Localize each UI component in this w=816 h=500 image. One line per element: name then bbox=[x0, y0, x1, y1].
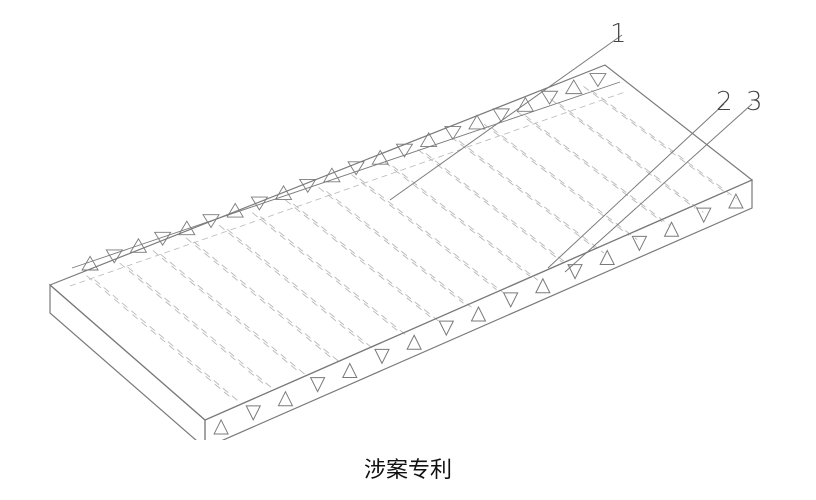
callout-1: 1 bbox=[610, 19, 627, 49]
hidden-rib-line bbox=[160, 254, 307, 376]
hidden-rib-line bbox=[193, 241, 340, 362]
back-triangle bbox=[129, 237, 148, 253]
back-triangle bbox=[298, 178, 317, 194]
back-triangle bbox=[347, 161, 365, 176]
front-triangle bbox=[438, 320, 455, 337]
hidden-rib-line bbox=[591, 89, 737, 200]
hidden-rib-line bbox=[94, 279, 240, 403]
hidden-rib-line bbox=[550, 98, 696, 209]
front-triangle bbox=[245, 405, 262, 421]
hidden-rib-line bbox=[119, 262, 265, 386]
hidden-rib-line bbox=[359, 178, 505, 295]
front-triangle bbox=[374, 348, 390, 365]
back-triangle bbox=[202, 214, 220, 229]
front-face-triangles bbox=[213, 192, 744, 435]
front-triangle bbox=[567, 264, 583, 280]
hidden-rib-line bbox=[218, 224, 365, 345]
callout-3: 3 bbox=[746, 87, 763, 117]
front-face bbox=[204, 179, 753, 440]
front-triangle bbox=[631, 235, 648, 252]
hidden-rib-line bbox=[458, 140, 605, 254]
back-triangle bbox=[419, 132, 438, 147]
front-triangle bbox=[470, 305, 487, 322]
back-triangle bbox=[444, 126, 462, 141]
hidden-rib-line bbox=[86, 275, 232, 399]
patent-drawing: 1 2 3 bbox=[48, 19, 763, 440]
hidden-rib-line bbox=[491, 127, 638, 240]
leader-lines bbox=[389, 34, 753, 273]
hidden-rib-line bbox=[450, 136, 597, 250]
hidden-rib-line bbox=[516, 111, 663, 223]
hidden-internal-ribs bbox=[86, 85, 737, 403]
back-triangle bbox=[516, 96, 535, 112]
hidden-rib-line bbox=[392, 165, 538, 281]
hidden-rib-line bbox=[583, 85, 729, 196]
hidden-rib-line bbox=[185, 237, 332, 358]
back-triangle bbox=[371, 149, 390, 165]
back-triangle bbox=[323, 167, 341, 183]
hidden-rib-line bbox=[558, 102, 704, 213]
hidden-rib-line bbox=[384, 161, 530, 277]
back-rail-hidden-line bbox=[69, 91, 626, 287]
back-triangle bbox=[81, 255, 99, 271]
top-face bbox=[48, 64, 754, 421]
front-triangle bbox=[406, 334, 422, 350]
left-face bbox=[49, 283, 206, 440]
leader-line-2 bbox=[547, 103, 725, 269]
hidden-rib-line bbox=[524, 115, 671, 227]
front-triangle bbox=[309, 377, 326, 393]
hidden-rib-line bbox=[226, 228, 373, 349]
hidden-rib-line bbox=[326, 190, 472, 308]
front-triangle bbox=[728, 192, 744, 209]
back-triangle bbox=[564, 79, 583, 95]
hidden-rib-line bbox=[318, 186, 464, 304]
back-triangle bbox=[468, 114, 486, 130]
hidden-rib-line bbox=[425, 153, 572, 267]
back-triangle bbox=[153, 231, 172, 246]
back-triangle bbox=[274, 184, 293, 200]
back-triangle bbox=[105, 249, 124, 264]
front-triangle bbox=[341, 362, 358, 378]
hidden-rib-line bbox=[483, 123, 630, 236]
leader-line-3 bbox=[564, 103, 753, 273]
figure-caption: 涉案专利 bbox=[363, 458, 452, 483]
back-triangle bbox=[540, 90, 559, 105]
front-triangle bbox=[535, 277, 551, 294]
back-rail-line bbox=[71, 81, 621, 269]
front-triangle bbox=[277, 390, 294, 407]
leader-line-1 bbox=[389, 34, 623, 201]
front-triangle bbox=[502, 292, 519, 309]
back-triangle bbox=[589, 73, 607, 88]
back-triangle bbox=[226, 202, 244, 218]
front-triangle bbox=[695, 207, 712, 224]
hidden-rib-line bbox=[127, 266, 273, 390]
back-triangle bbox=[250, 196, 269, 211]
hidden-rib-line bbox=[152, 250, 299, 372]
back-triangle bbox=[178, 220, 196, 236]
back-triangle bbox=[395, 143, 414, 158]
front-triangle bbox=[599, 249, 616, 266]
panel-outline bbox=[48, 64, 754, 440]
hidden-rib-line bbox=[351, 174, 497, 291]
hidden-rib-line bbox=[417, 149, 564, 263]
callout-2: 2 bbox=[716, 87, 733, 117]
front-triangle bbox=[213, 418, 229, 435]
back-edge-triangles bbox=[81, 73, 607, 271]
front-triangle bbox=[663, 221, 680, 237]
back-triangle bbox=[492, 108, 510, 123]
